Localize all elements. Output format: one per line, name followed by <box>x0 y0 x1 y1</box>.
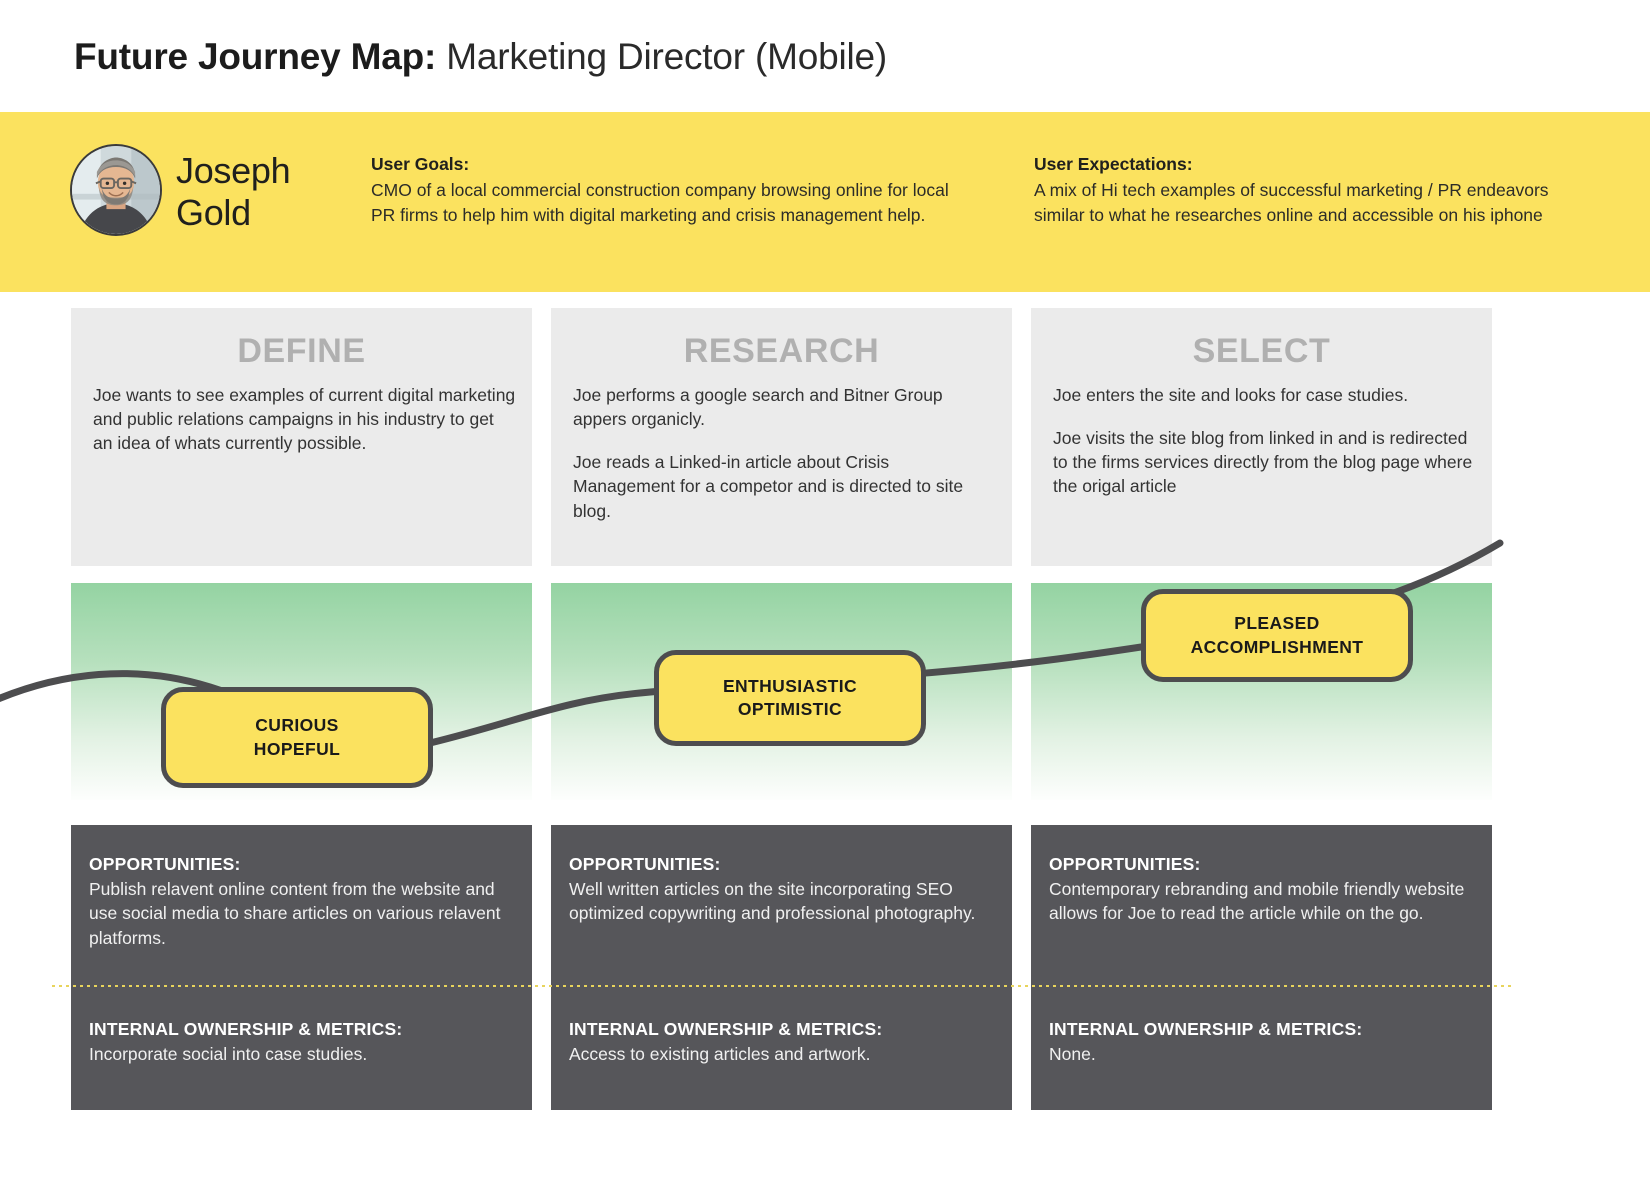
page-title-strong: Future Journey Map: <box>74 36 437 77</box>
opportunity-panel-select: OPPORTUNITIES: Contemporary rebranding a… <box>1031 825 1492 1110</box>
metrics-label: INTERNAL OWNERSHIP & METRICS: <box>1049 1019 1363 1039</box>
metrics-text: None. <box>1049 1043 1096 1064</box>
emotion-pill-line1: ENTHUSIASTIC <box>722 675 858 696</box>
stage-card-select: SELECT Joe enters the site and looks for… <box>1031 308 1492 566</box>
emotion-pill-research: ENTHUSIASTIC OPTIMISTIC <box>654 650 926 746</box>
stage-card-research: RESEARCH Joe performs a google search an… <box>551 308 1012 566</box>
stage-paragraph: Joe visits the site blog from linked in … <box>1053 428 1473 497</box>
opportunities-text: Publish relavent online content from the… <box>89 878 501 948</box>
metrics-block: INTERNAL OWNERSHIP & METRICS: None. <box>1031 1017 1386 1066</box>
emotion-pill-line1: CURIOUS <box>255 715 339 736</box>
persona-name-line2: Gold <box>176 192 251 234</box>
stage-paragraph: Joe performs a google search and Bitner … <box>573 385 943 430</box>
opportunities-block: OPPORTUNITIES: Publish relavent online c… <box>71 825 532 950</box>
page-title-light: Marketing Director (Mobile) <box>446 36 887 77</box>
user-goals-label: User Goals: <box>371 154 470 174</box>
stage-body-research: Joe performs a google search and Bitner … <box>551 371 1012 523</box>
user-expectations-label: User Expectations: <box>1034 154 1193 174</box>
stage-paragraph: Joe reads a Linked-in article about Cris… <box>573 452 964 521</box>
stage-card-define: DEFINE Joe wants to see examples of curr… <box>71 308 532 566</box>
persona-band: Joseph Gold User Goals: CMO of a local c… <box>0 112 1650 292</box>
metrics-label: INTERNAL OWNERSHIP & METRICS: <box>89 1019 403 1039</box>
avatar <box>70 144 162 236</box>
opportunities-text: Contemporary rebranding and mobile frien… <box>1049 878 1465 924</box>
metrics-block: INTERNAL OWNERSHIP & METRICS: Access to … <box>551 1017 906 1066</box>
opportunities-block: OPPORTUNITIES: Well written articles on … <box>551 825 1012 926</box>
metrics-text: Access to existing articles and artwork. <box>569 1043 871 1064</box>
emotion-pill-line2: OPTIMISTIC <box>737 699 843 719</box>
persona-name: Joseph Gold <box>176 150 291 235</box>
metrics-label: INTERNAL OWNERSHIP & METRICS: <box>569 1019 883 1039</box>
stage-title-research: RESEARCH <box>683 332 880 370</box>
metrics-dotted-divider <box>52 985 1512 987</box>
user-expectations-text: A mix of Hi tech examples of successful … <box>1034 179 1549 225</box>
emotion-pill-define: CURIOUS HOPEFUL <box>161 687 433 788</box>
persona-name-line1: Joseph <box>176 150 291 191</box>
stage-title-select: SELECT <box>1192 332 1331 370</box>
stage-body-select: Joe enters the site and looks for case s… <box>1031 371 1492 499</box>
emotion-pill-line2: HOPEFUL <box>253 738 341 759</box>
user-goals-block: User Goals: CMO of a local commercial co… <box>371 152 971 228</box>
opportunities-block: OPPORTUNITIES: Contemporary rebranding a… <box>1031 825 1492 926</box>
page-header: Future Journey Map: Marketing Director (… <box>0 0 1650 112</box>
metrics-block: INTERNAL OWNERSHIP & METRICS: Incorporat… <box>71 1017 426 1066</box>
opportunities-text: Well written articles on the site incorp… <box>569 878 976 924</box>
opportunities-label: OPPORTUNITIES: <box>1049 854 1201 874</box>
opportunity-panel-define: OPPORTUNITIES: Publish relavent online c… <box>71 825 532 1110</box>
persona-photo-icon <box>72 146 160 234</box>
user-goals-text: CMO of a local commercial construction c… <box>371 179 949 225</box>
stage-paragraph: Joe enters the site and looks for case s… <box>1053 385 1409 405</box>
stage-title-define: DEFINE <box>237 332 366 370</box>
stage-paragraph: Joe wants to see examples of current dig… <box>93 385 516 454</box>
opportunities-label: OPPORTUNITIES: <box>569 854 721 874</box>
page-title: Future Journey Map: Marketing Director (… <box>74 36 887 78</box>
emotion-pill-line2: ACCOMPLISHMENT <box>1190 636 1364 657</box>
user-expectations-block: User Expectations: A mix of Hi tech exam… <box>1034 152 1594 228</box>
opportunities-label: OPPORTUNITIES: <box>89 854 241 874</box>
stage-body-define: Joe wants to see examples of current dig… <box>71 371 532 455</box>
metrics-text: Incorporate social into case studies. <box>89 1043 368 1064</box>
emotion-pill-line1: PLEASED <box>1234 613 1320 634</box>
emotion-pill-select: PLEASED ACCOMPLISHMENT <box>1141 589 1413 682</box>
opportunity-panel-research: OPPORTUNITIES: Well written articles on … <box>551 825 1012 1110</box>
